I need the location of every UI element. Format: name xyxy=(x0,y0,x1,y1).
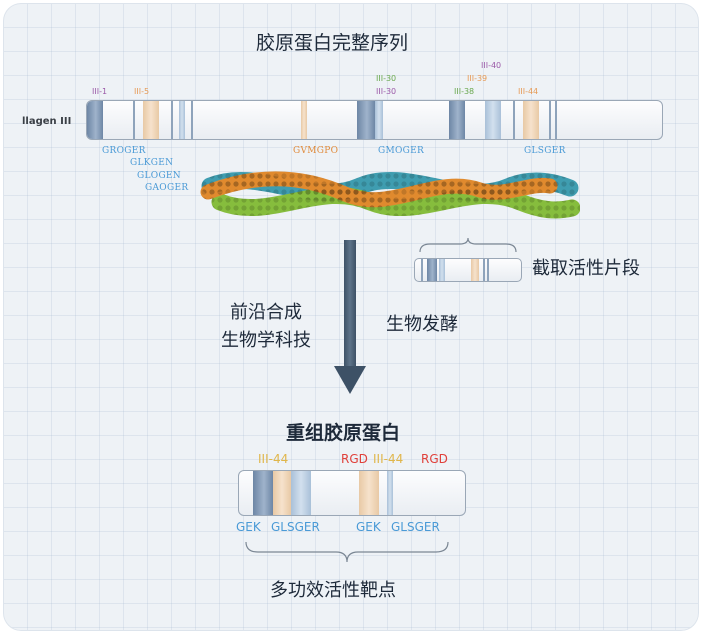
domain-label: III-30 xyxy=(376,87,397,96)
recombinant-title: 重组胶原蛋白 xyxy=(286,422,401,444)
motif-label: GEK xyxy=(236,520,261,534)
truncated-fragment-bar xyxy=(414,258,522,282)
domain-label: III-44 xyxy=(258,452,289,466)
domain-segment xyxy=(273,471,291,515)
domain-segment xyxy=(359,471,379,515)
domain-segment xyxy=(549,101,551,139)
domain-segment xyxy=(513,101,515,139)
motif-label: GLSGER xyxy=(391,520,440,534)
motif-label: GVMGPO xyxy=(293,146,339,156)
page-title: 胶原蛋白完整序列 xyxy=(256,32,409,54)
domain-segment xyxy=(133,101,135,139)
domain-segment xyxy=(483,259,485,281)
domain-segment xyxy=(523,101,539,139)
domain-segment xyxy=(421,259,423,281)
domain-segment xyxy=(179,101,185,139)
domain-label: RGD xyxy=(341,452,368,466)
domain-segment xyxy=(143,101,159,139)
domain-label: III-1 xyxy=(92,87,108,96)
domain-segment xyxy=(555,101,557,139)
domain-segment xyxy=(487,259,489,281)
motif-label: GMOGER xyxy=(378,146,425,156)
domain-label: III-40 xyxy=(481,61,502,70)
targets-brace xyxy=(245,541,449,563)
fragment-brace xyxy=(419,237,517,253)
domain-segment xyxy=(449,101,465,139)
method-label-synthetic-line2: 生物学科技 xyxy=(221,330,311,351)
domain-label: III-30 xyxy=(376,74,397,83)
domain-segment xyxy=(439,259,445,281)
collagen-label: llagen III xyxy=(22,116,72,127)
domain-segment xyxy=(387,471,393,515)
motif-label: GLSGER xyxy=(271,520,320,534)
recombinant-sequence-bar xyxy=(238,470,466,516)
domain-segment xyxy=(253,471,273,515)
full-sequence-bar xyxy=(86,100,663,140)
motif-label: GLOGEN xyxy=(137,171,181,181)
method-label-synthetic-line1: 前沿合成 xyxy=(230,302,302,323)
motif-label: GLKGEN xyxy=(130,158,174,168)
domain-label: III-38 xyxy=(454,87,475,96)
method-label-fermentation: 生物发酵 xyxy=(386,314,458,335)
domain-segment xyxy=(301,101,307,139)
truncated-label: 截取活性片段 xyxy=(532,258,640,279)
motif-label: GEK xyxy=(356,520,381,534)
domain-label: III-5 xyxy=(134,87,150,96)
motif-label: GAOGER xyxy=(145,183,189,193)
motif-label: GROGER xyxy=(102,146,146,156)
domain-label: III-44 xyxy=(518,87,539,96)
domain-segment xyxy=(171,101,173,139)
domain-segment xyxy=(485,101,501,139)
domain-label: III-44 xyxy=(373,452,404,466)
motif-label: GLSGER xyxy=(524,146,566,156)
domain-segment xyxy=(191,101,193,139)
domain-label: RGD xyxy=(421,452,448,466)
domain-segment xyxy=(471,259,479,281)
domain-segment xyxy=(357,101,375,139)
domain-segment xyxy=(291,471,311,515)
down-arrow-icon xyxy=(334,366,366,394)
domain-segment xyxy=(427,259,437,281)
process-arrow-shaft xyxy=(344,240,356,368)
domain-label: III-39 xyxy=(467,74,488,83)
domain-segment xyxy=(375,101,383,139)
domain-segment xyxy=(87,101,103,139)
bottom-caption: 多功效活性靶点 xyxy=(270,580,396,601)
triple-helix-image xyxy=(200,171,580,219)
